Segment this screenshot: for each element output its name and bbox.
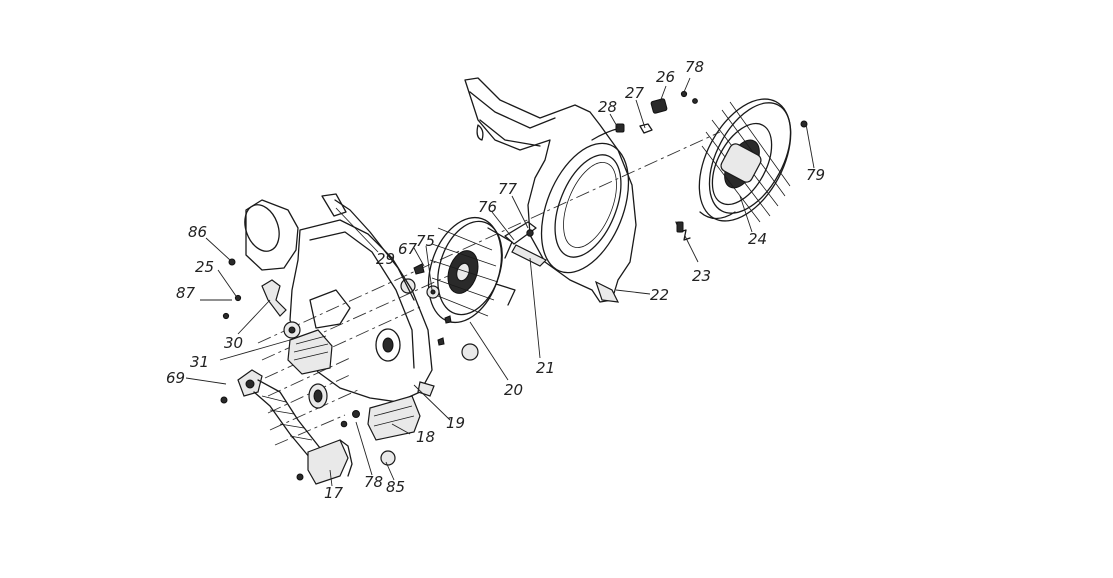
lever-and-screws xyxy=(222,258,287,320)
label-part-22: 22 xyxy=(650,286,669,304)
label-part-77: 77 xyxy=(498,180,518,198)
starter-spring-part xyxy=(675,221,691,241)
fan-housing xyxy=(464,77,637,303)
label-part-23: 23 xyxy=(692,267,711,285)
label-part-87: 87 xyxy=(176,284,196,302)
label-part-25: 25 xyxy=(195,258,214,276)
label-part-86: 86 xyxy=(188,223,207,241)
label-part-31: 31 xyxy=(190,353,209,371)
label-part-21: 21 xyxy=(536,359,555,377)
impeller-fan xyxy=(427,216,516,324)
label-part-27: 27 xyxy=(625,84,645,102)
label-part-78-top: 78 xyxy=(685,58,704,76)
label-part-67: 67 xyxy=(398,240,418,258)
label-part-75: 75 xyxy=(416,232,435,250)
label-part-20: 20 xyxy=(504,381,523,399)
label-part-26: 26 xyxy=(656,68,675,86)
label-part-78-bottom: 78 xyxy=(364,473,383,491)
recoil-starter-cover xyxy=(698,98,792,223)
handle-frame xyxy=(220,369,421,485)
label-part-69: 69 xyxy=(166,369,185,387)
label-part-30: 30 xyxy=(224,334,243,352)
label-part-85: 85 xyxy=(386,478,405,496)
label-part-28: 28 xyxy=(598,98,617,116)
label-part-79: 79 xyxy=(806,166,825,184)
blade-bracket-parts xyxy=(426,221,548,299)
label-part-17: 17 xyxy=(324,484,344,502)
part-number-labels: 26 78 27 28 79 77 76 24 23 22 21 20 19 1… xyxy=(166,58,825,502)
top-small-parts xyxy=(591,90,808,141)
label-part-76: 76 xyxy=(478,198,497,216)
label-part-24: 24 xyxy=(748,230,767,248)
label-part-29: 29 xyxy=(376,250,395,268)
leader-lines xyxy=(185,77,815,487)
label-part-18: 18 xyxy=(416,428,435,446)
label-part-19: 19 xyxy=(446,414,465,432)
